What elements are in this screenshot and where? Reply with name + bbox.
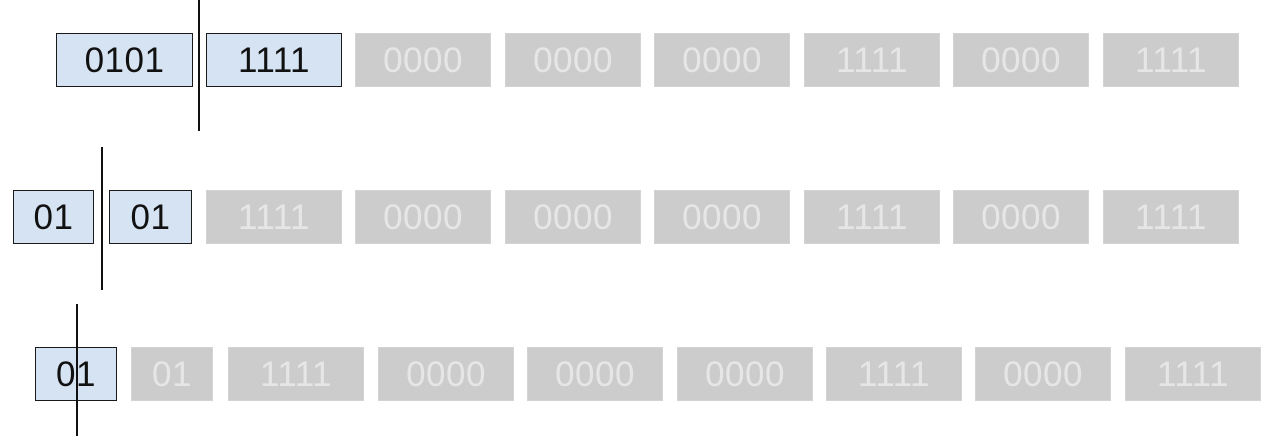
row-3-cell-4: 0000 <box>378 347 514 401</box>
row-3-cell-5: 0000 <box>527 347 663 401</box>
row-3-cell-7: 1111 <box>826 347 962 401</box>
row-2-cell-4: 0000 <box>355 190 491 244</box>
row-2-cell-7: 1111 <box>804 190 940 244</box>
row-1-cell-2: 1111 <box>206 33 342 87</box>
row-2-split-line <box>101 147 103 290</box>
row-2-cell-8: 0000 <box>953 190 1089 244</box>
row-3-cell-2: 01 <box>131 347 213 401</box>
row-2-cell-9: 1111 <box>1103 190 1239 244</box>
row-3-cell-3: 1111 <box>228 347 364 401</box>
row-2-cell-3: 1111 <box>206 190 342 244</box>
row-2-cell-1: 01 <box>13 190 94 244</box>
row-3-split-line <box>76 304 78 436</box>
row-2-cell-5: 0000 <box>505 190 641 244</box>
row-1-split-line <box>198 0 200 131</box>
row-2-cell-6: 0000 <box>654 190 790 244</box>
row-3-cell-6: 0000 <box>677 347 813 401</box>
row-1-cell-5: 0000 <box>654 33 790 87</box>
row-1-cell-4: 0000 <box>505 33 641 87</box>
row-2-cell-2: 01 <box>109 190 192 244</box>
row-1-cell-8: 1111 <box>1103 33 1239 87</box>
row-3-cell-8: 0000 <box>975 347 1111 401</box>
row-1-cell-6: 1111 <box>804 33 940 87</box>
row-3-cell-9: 1111 <box>1125 347 1261 401</box>
row-1-cell-7: 0000 <box>953 33 1089 87</box>
row-1-cell-1: 0101 <box>56 33 193 87</box>
row-1-cell-3: 0000 <box>355 33 491 87</box>
